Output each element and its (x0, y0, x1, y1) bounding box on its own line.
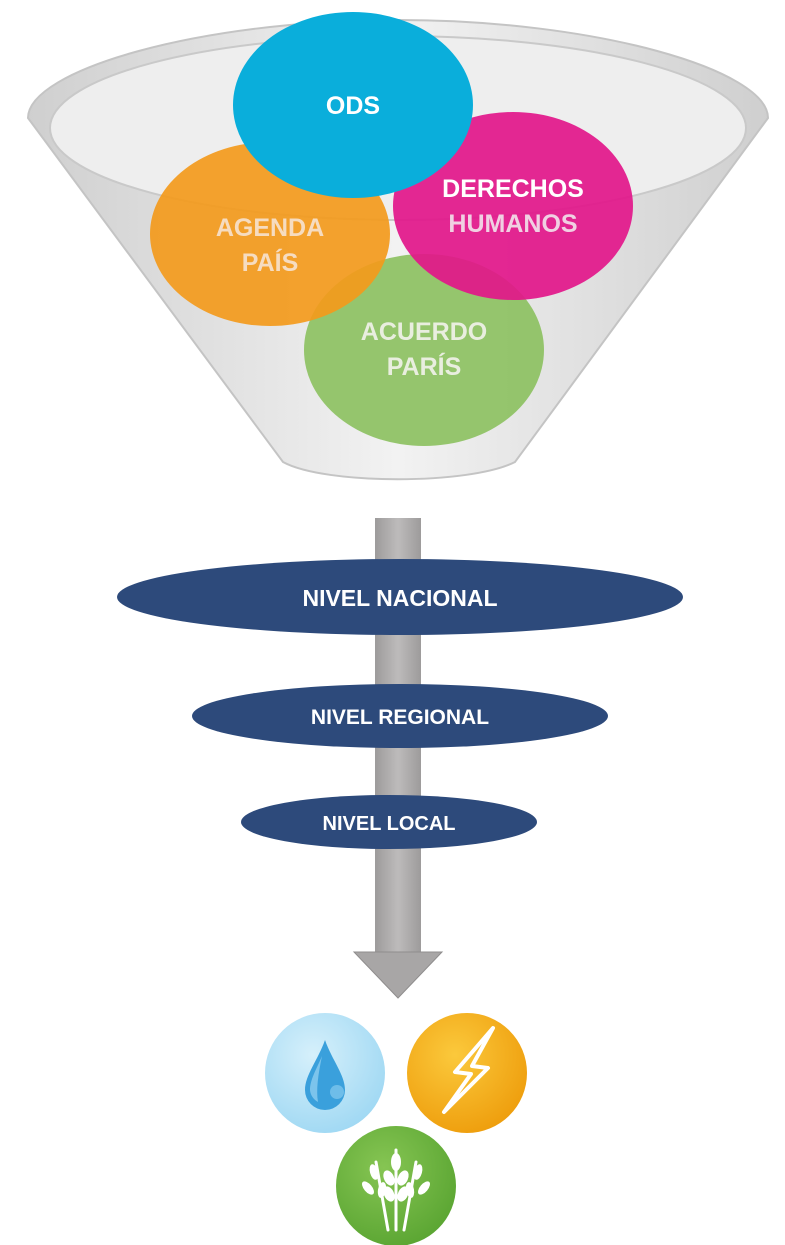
ods-circle: ODS (233, 12, 473, 198)
level-local-label: NIVEL LOCAL (323, 813, 456, 835)
level-local: NIVEL LOCAL (241, 795, 537, 849)
level-nacional: NIVEL NACIONAL (117, 559, 683, 635)
agenda-pais-label-line2: PAÍS (242, 248, 299, 277)
level-regional-label: NIVEL REGIONAL (311, 706, 489, 729)
level-regional: NIVEL REGIONAL (192, 684, 608, 748)
acuerdo-paris-label-line2: PARÍS (387, 352, 462, 381)
acuerdo-paris-label-line1: ACUERDO (361, 318, 487, 346)
agenda-pais-label-line1: AGENDA (216, 214, 324, 242)
derechos-humanos-label-line2: HUMANOS (448, 210, 577, 238)
wheat-icon (336, 1126, 456, 1245)
derechos-humanos-circle: DERECHOS HUMANOS (393, 112, 633, 300)
level-nacional-label: NIVEL NACIONAL (302, 585, 497, 611)
lightning-bolt-icon (407, 1013, 527, 1133)
derechos-humanos-label-line1: DERECHOS (442, 175, 584, 203)
acuerdo-paris-circle: ACUERDO PARÍS (304, 254, 544, 446)
water-drop-icon (265, 1013, 385, 1133)
ods-label: ODS (326, 92, 380, 120)
